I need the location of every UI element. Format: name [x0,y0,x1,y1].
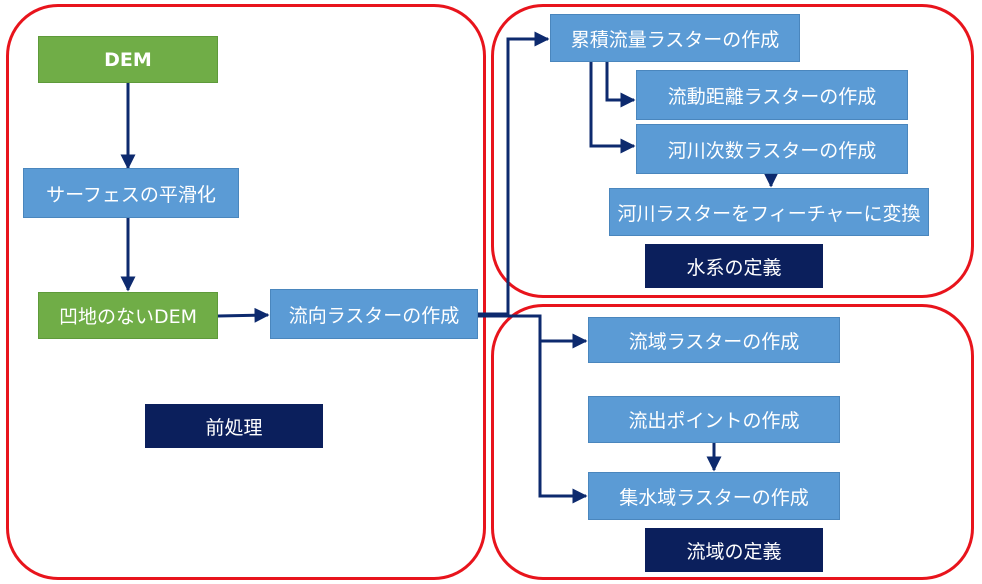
flow-accumulation-node: 累積流量ラスターの作成 [550,14,800,62]
flow-length-node: 流動距離ラスターの作成 [636,70,908,120]
filled-dem-node: 凹地のないDEM [38,292,218,339]
smooth-surface-node: サーフェスの平滑化 [23,168,239,218]
arrow-flowdir-to-watershed [538,341,588,504]
stream-order-node: 河川次数ラスターの作成 [636,124,908,174]
arrow-flowdir-to-flowacc [478,31,550,316]
basin-node: 流域ラスターの作成 [588,317,840,363]
stream-definition-group [491,4,974,298]
arrow-flowacc-to-streamorder [589,61,636,154]
arrow-filled-to-flowdir [217,307,270,323]
arrow-flowacc-to-flowlen [605,61,636,108]
flow-direction-node: 流向ラスターの作成 [270,289,478,339]
stream-definition-label: 水系の定義 [645,244,823,288]
stream-to-feature-node: 河川ラスターをフィーチャーに変換 [609,188,929,236]
watershed-node: 集水域ラスターの作成 [588,472,840,520]
preprocess-label: 前処理 [145,404,323,448]
watershed-definition-label: 流域の定義 [645,528,823,572]
pour-point-node: 流出ポイントの作成 [588,396,840,443]
watershed-definition-group [491,304,974,580]
preprocess-group [6,4,486,580]
dem-node: DEM [38,36,218,83]
arrow-flowdir-to-basin [478,314,588,349]
